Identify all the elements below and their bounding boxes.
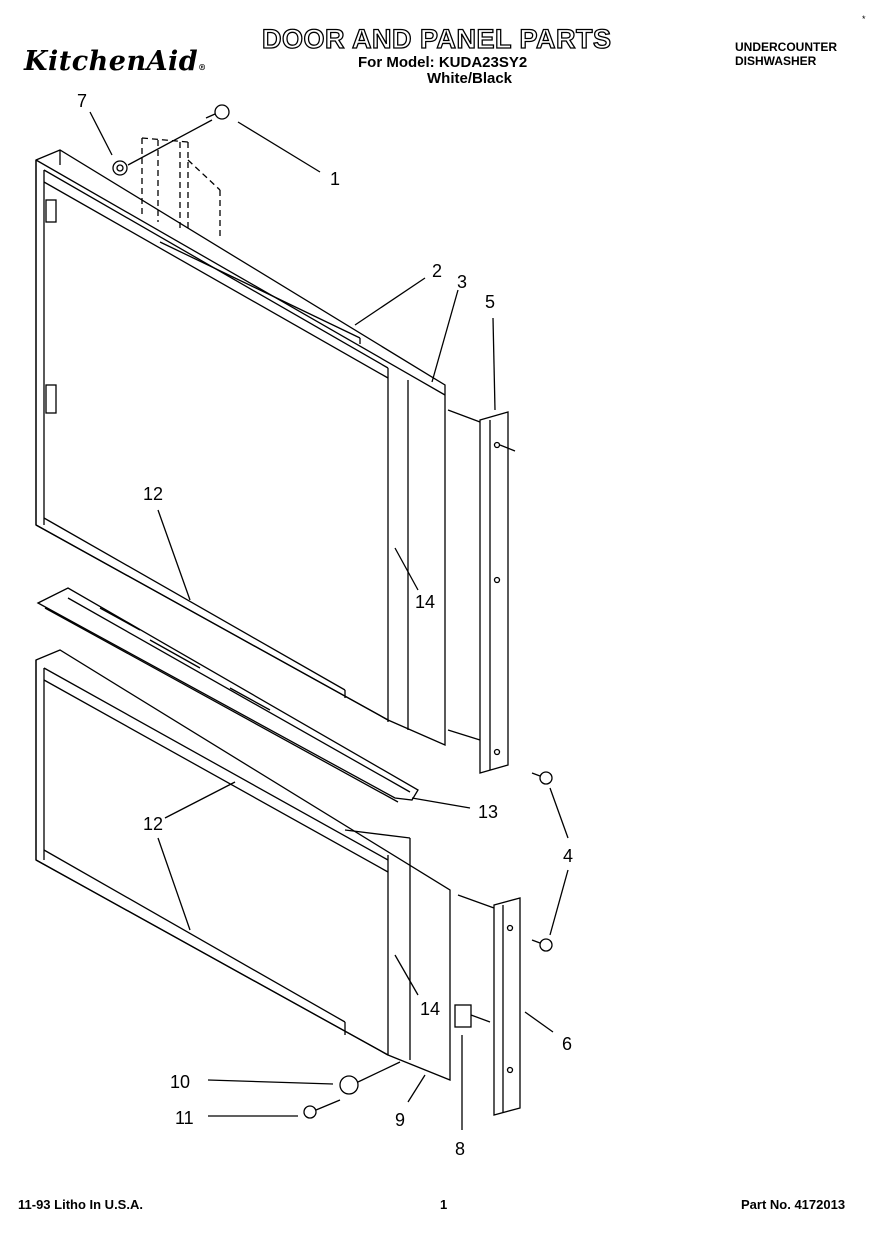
part-number: Part No. 4172013	[741, 1197, 846, 1212]
callout-13: 13	[478, 802, 498, 822]
lower-side-trim	[457, 894, 521, 1116]
category-label: UNDERCOUNTER DISHWASHER	[735, 40, 837, 68]
callout-4: 4	[563, 846, 573, 866]
brand-mark: ®	[198, 62, 207, 72]
callout-14-upper: 14	[415, 592, 435, 612]
page-title: DOOR AND PANEL PARTS	[261, 23, 612, 54]
callout-12-upper: 12	[143, 484, 163, 504]
category-line-1: UNDERCOUNTER	[735, 40, 837, 54]
callout-8: 8	[455, 1139, 465, 1159]
callout-5: 5	[485, 292, 495, 312]
panel-trim-strip	[36, 587, 419, 803]
callout-3: 3	[457, 272, 467, 292]
hidden-bracket	[141, 137, 221, 240]
callout-9: 9	[395, 1110, 405, 1130]
leader-lines	[89, 111, 569, 1130]
callout-10: 10	[170, 1072, 190, 1092]
brand-name: KitchenAid	[24, 46, 199, 77]
page-number: 1	[440, 1197, 448, 1212]
callout-11: 11	[175, 1108, 194, 1128]
callout-12-lower: 12	[143, 814, 163, 834]
hinge-bracket	[454, 1004, 491, 1028]
hardware	[112, 104, 553, 1119]
callout-2: 2	[432, 261, 442, 281]
print-date: 11-93 Litho In U.S.A.	[18, 1197, 143, 1212]
lower-door-panel	[35, 649, 451, 1081]
callout-7: 7	[77, 91, 87, 111]
callout-1: 1	[330, 169, 340, 189]
category-line-2: DISHWASHER	[735, 54, 817, 68]
brand-logo: KitchenAid®	[24, 46, 207, 77]
corner-mark: *	[862, 14, 866, 24]
upper-door-panel	[35, 149, 446, 746]
variant-line: White/Black	[427, 70, 513, 87]
upper-side-trim	[447, 409, 516, 774]
model-line: For Model: KUDA23SY2	[358, 54, 528, 71]
callout-6: 6	[562, 1034, 572, 1054]
callout-14-lower: 14	[420, 999, 440, 1019]
